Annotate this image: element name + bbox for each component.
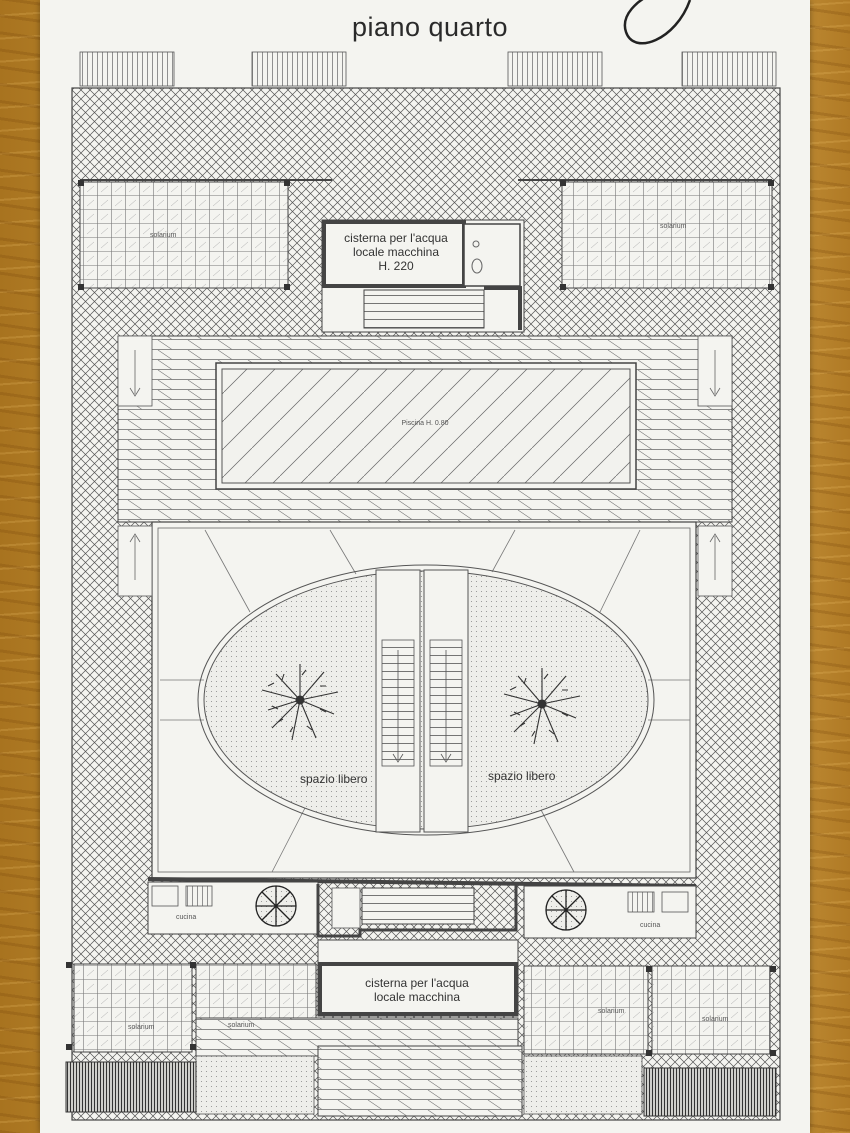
solarium-top-right (561, 181, 773, 289)
palm-tree-left (261, 664, 339, 741)
cistern-bottom-label: cisterna per l'acqua locale macchina (342, 976, 492, 1005)
stairs-top (363, 289, 485, 329)
cistern-top-line-1: cisterna per l'acqua (344, 231, 448, 245)
cistern-top-height: H. 220 (378, 258, 414, 273)
solarium-label-bottom-4: solarium (702, 1016, 729, 1023)
cistern-top-label: cisterna per l'acqua locale macchina H. … (330, 231, 462, 273)
cucina-label-left: cucina (176, 914, 197, 921)
solarium-label-top-right: solarium (660, 223, 687, 230)
solarium-label-bottom-2: solarium (228, 1022, 255, 1029)
palm-tree-right (503, 668, 581, 745)
spazio-libero-left: spazio libero (300, 772, 368, 786)
spazio-libero-right: spazio libero (488, 769, 556, 783)
pool-label: Piscina H. 0.80 (401, 420, 449, 427)
cistern-bottom-line-2: locale macchina (373, 989, 461, 1004)
railing-bottom-left (65, 1061, 197, 1113)
solarium-label-bottom-3: solarium (598, 1008, 625, 1015)
shrub-right-icon (545, 889, 587, 931)
solarium-label-bottom-1: solarium (128, 1024, 155, 1031)
stairs-bottom (361, 887, 475, 925)
solarium-bottom-1 (73, 963, 193, 1053)
solarium-bottom-3 (523, 965, 649, 1055)
shrub-left-icon (255, 885, 297, 927)
solarium-label-top-left: solarium (150, 232, 177, 239)
railing-top-2 (251, 51, 347, 87)
railing-top-3 (507, 51, 603, 87)
cistern-top-line-2: locale macchina (352, 244, 440, 259)
page-title: piano quarto (351, 12, 509, 42)
railing-top-1 (79, 51, 175, 87)
cucina-label-right: cucina (640, 922, 661, 929)
solarium-top-left (79, 181, 289, 289)
cistern-bottom-line-1: cisterna per l'acqua (365, 976, 469, 990)
solarium-bottom-4 (651, 965, 771, 1055)
paperclip-icon (623, 0, 692, 45)
railing-top-4 (681, 51, 777, 87)
railing-bottom-right (643, 1067, 777, 1117)
